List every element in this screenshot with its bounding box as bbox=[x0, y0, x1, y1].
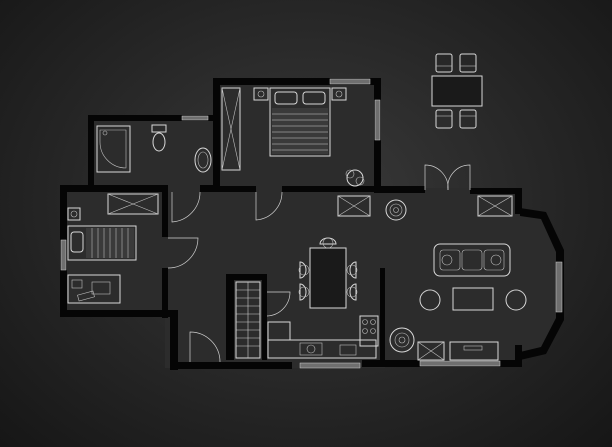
master-bedroom bbox=[221, 87, 365, 187]
chair-bottom-right bbox=[459, 109, 477, 129]
chair-bottom-left bbox=[435, 109, 453, 129]
armchair-icon bbox=[419, 289, 441, 311]
living-room bbox=[385, 195, 527, 361]
stove-icon bbox=[359, 315, 379, 347]
chair-top-left bbox=[435, 53, 453, 73]
bed-icon bbox=[67, 225, 137, 261]
dining-table-icon bbox=[298, 237, 358, 309]
dining-area bbox=[298, 195, 371, 309]
bathroom bbox=[96, 124, 212, 173]
chair-top-right bbox=[459, 53, 477, 73]
sink-icon bbox=[194, 147, 212, 173]
outdoor-table bbox=[431, 53, 483, 129]
toilet-icon bbox=[151, 124, 167, 152]
plant-icon bbox=[389, 327, 415, 353]
plant-icon bbox=[345, 169, 365, 187]
armchair-icon bbox=[505, 289, 527, 311]
bed-icon bbox=[269, 87, 331, 157]
bathtub-icon bbox=[96, 125, 131, 173]
windows bbox=[60, 78, 563, 369]
walls bbox=[60, 78, 564, 370]
doors bbox=[167, 164, 471, 363]
kitchen bbox=[267, 315, 379, 359]
desk-icon bbox=[67, 274, 121, 304]
small-bedroom bbox=[67, 193, 159, 304]
plant-icon bbox=[385, 199, 407, 221]
staircase-icon bbox=[235, 281, 261, 359]
sofa-icon bbox=[433, 243, 511, 277]
